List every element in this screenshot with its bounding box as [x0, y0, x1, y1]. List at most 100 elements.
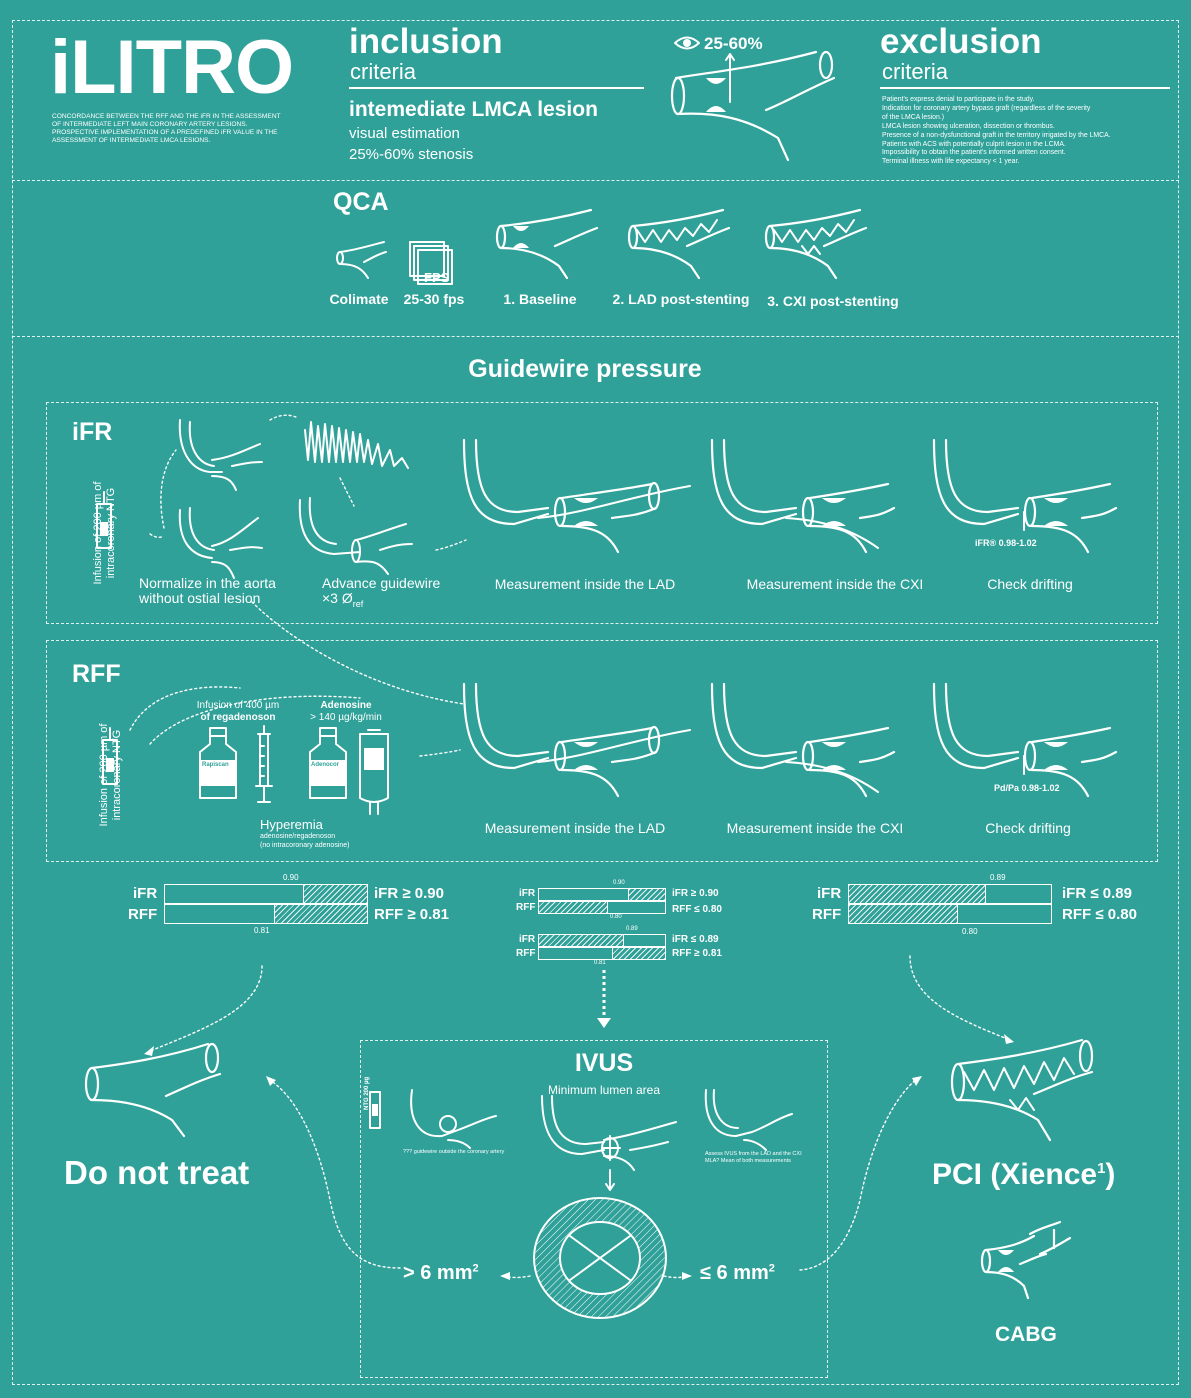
exclusion-item: Terminal illness with life expectancy < … — [882, 158, 1020, 166]
regadenoson-syringe-icon — [255, 725, 273, 803]
fps-icon-text: FPS — [424, 270, 450, 285]
exclusion-underline — [880, 87, 1170, 89]
qca-label-fps: 25-30 fps — [403, 291, 465, 307]
rapiscan-label: Rapiscan — [202, 762, 229, 768]
no-treat-vessel-icon — [84, 1042, 222, 1138]
qca-label-collimate: Colimate — [329, 291, 389, 307]
ifr-normalize-line2: without ostial lesion — [139, 590, 261, 606]
ifr-advance-label: Advance guidewire ×3 Øref — [322, 576, 440, 612]
pci-label-close: ) — [1105, 1158, 1116, 1191]
exclusion-item: LMCA lesion showing ulceration, dissecti… — [882, 122, 1055, 130]
description-line: PROSPECTIVE IMPLEMENTATION OF A PREDEFIN… — [52, 129, 278, 136]
divider-qca — [12, 336, 1179, 337]
fps-stack-icon — [409, 241, 453, 285]
thr-left-rff-val: 0.81 — [254, 926, 270, 935]
outer-frame — [12, 20, 1179, 1385]
rff-title: RFF — [72, 660, 121, 688]
adenosine-label: Adenosine > 140 µg/kg/min — [296, 700, 396, 724]
page-title: iLITRO — [50, 25, 294, 110]
thr-right-ifr-fill — [848, 884, 986, 904]
ifr-advance-line1: Advance guidewire — [322, 575, 441, 591]
exclusion-item: Presence of a non-dysfunctional graft in… — [882, 131, 1111, 139]
inclusion-visual: visual estimation — [349, 125, 460, 142]
thr-left-ifr-rule: iFR ≥ 0.90 — [374, 885, 444, 902]
thr-mid2-ifr-rule: iFR ≤ 0.89 — [672, 934, 719, 945]
thr-left-ifr-fill — [303, 884, 368, 904]
ivus-le-label: ≤ 6 mm2 — [700, 1262, 775, 1285]
eye-range: 25-60% — [704, 34, 763, 53]
ivus-left-sketch — [369, 1089, 497, 1149]
pci-label: PCI (Xience1) — [932, 1158, 1115, 1192]
adenocor-vial-icon — [309, 727, 347, 799]
thr-mid1-rff-label: RFF — [516, 902, 536, 913]
ivus-title: IVUS — [574, 1049, 634, 1077]
ifr-catheter-sketches — [149, 414, 467, 579]
ivus-gt-sup: 2 — [472, 1262, 479, 1275]
regadenoson-line1: Infusion of 400 µm — [196, 700, 280, 711]
thr-left-rff-fill — [274, 904, 368, 924]
hyperemia-label: Hyperemia adenosine/regadenoson (no intr… — [260, 818, 350, 850]
thr-right-rff-label: RFF — [812, 906, 842, 923]
ivus-gt-text: > 6 mm — [403, 1262, 473, 1284]
ivus-panel — [360, 1040, 828, 1378]
hyperemia-sub2: (no intracoronary adenosine) — [260, 842, 350, 849]
ifr-panel — [46, 402, 1158, 624]
exclusion-title: exclusion — [880, 22, 1042, 61]
ivus-center-sketch — [541, 1095, 677, 1171]
rff-syringe-icon — [102, 727, 118, 785]
adenosine-line2: > 140 µg/kg/min — [310, 712, 382, 723]
pci-stented-vessel-icon — [950, 1038, 1094, 1142]
thr-mid1-rff-fill — [538, 901, 608, 914]
thr-right-ifr-label: iFR — [817, 885, 842, 902]
rff-drift-sketch — [932, 682, 1118, 798]
ifr-normalize-label: Normalize in the aorta without ostial le… — [139, 576, 276, 606]
ifr-lad-label: Measurement inside the LAD — [494, 576, 676, 592]
ifr-cxi-label: Measurement inside the CXI — [746, 576, 924, 592]
inclusion-stenosis: 25%-60% stenosis — [349, 146, 474, 163]
ivus-subtitle: Minimum lumen area — [547, 1083, 661, 1097]
ivus-note-left: ??? guidewire outside the coronary arter… — [403, 1149, 505, 1155]
ivus-note-right-2: MLA? Mean of both measurements — [705, 1157, 791, 1164]
ivus-ntg-text: NTG 200 µg — [364, 1076, 370, 1110]
qca-label-cxi: 3. CXI post-stenting — [767, 293, 899, 309]
ifr-drift-sketch — [932, 438, 1118, 554]
ivus-note-right: Assess IVUS from the LAD and the CXI MLA… — [705, 1151, 802, 1164]
exclusion-item: of the LMCA lesion.) — [882, 113, 945, 121]
pci-label-sup: 1 — [1097, 1160, 1106, 1177]
thr-mid1-ifr-label: iFR — [519, 888, 536, 899]
ifr-drift-value: iFR® 0.98-1.02 — [975, 538, 1037, 548]
collimate-vessel-icon — [336, 241, 387, 279]
ivus-right-sketch — [704, 1089, 793, 1151]
rff-measure-cxi-sketch — [710, 682, 896, 798]
rff-panel — [46, 640, 1158, 862]
no-treat-label: Do not treat — [64, 1154, 250, 1191]
rff-arrows — [129, 686, 461, 757]
qca-label-baseline: 1. Baseline — [503, 291, 577, 307]
rapiscan-vial-icon — [199, 727, 237, 799]
inclusion-lesion: intemediate LMCA lesion — [349, 98, 598, 121]
thr-mid1-ifr-fill — [628, 888, 666, 901]
qca-label-lad: 2. LAD post-stenting — [612, 291, 750, 307]
hyperemia-title: Hyperemia — [260, 817, 323, 832]
ivus-note-right-1: Assess IVUS from the LAD and the CXI — [705, 1151, 802, 1157]
thr-left-rff-rule: RFF ≥ 0.81 — [374, 906, 449, 923]
qca-title: QCA — [333, 188, 389, 216]
exclusion-item: Indication for coronary artery bypass gr… — [882, 104, 1091, 112]
thr-right-rff-rule: RFF ≤ 0.80 — [1062, 906, 1137, 923]
thr-mid2-ifr-val: 0.89 — [626, 926, 638, 932]
ifr-normalize-line1: Normalize in the aorta — [139, 575, 276, 591]
thr-right-rff-val: 0.80 — [962, 927, 978, 936]
description-line: OF INTERMEDIATE LEFT MAIN CORONARY ARTER… — [52, 121, 248, 128]
ifr-title: iFR — [72, 418, 113, 446]
ifr-syringe-icon — [96, 491, 112, 549]
rff-measure-lad-sketch — [462, 682, 691, 798]
exclusion-subtitle: criteria — [882, 59, 949, 84]
cabg-vessel-icon — [980, 1220, 1072, 1300]
description-line: CONCORDANCE BETWEEN THE RFF AND THE iFR … — [52, 113, 281, 120]
ifr-to-rff-arrow — [251, 601, 465, 705]
thr-left-rff-label: RFF — [128, 906, 158, 923]
guidewire-title: Guidewire pressure — [468, 355, 702, 383]
pci-label-text: PCI (Xience — [932, 1158, 1098, 1191]
exclusion-item: Patients with ACS with potentially culpr… — [882, 140, 1066, 148]
